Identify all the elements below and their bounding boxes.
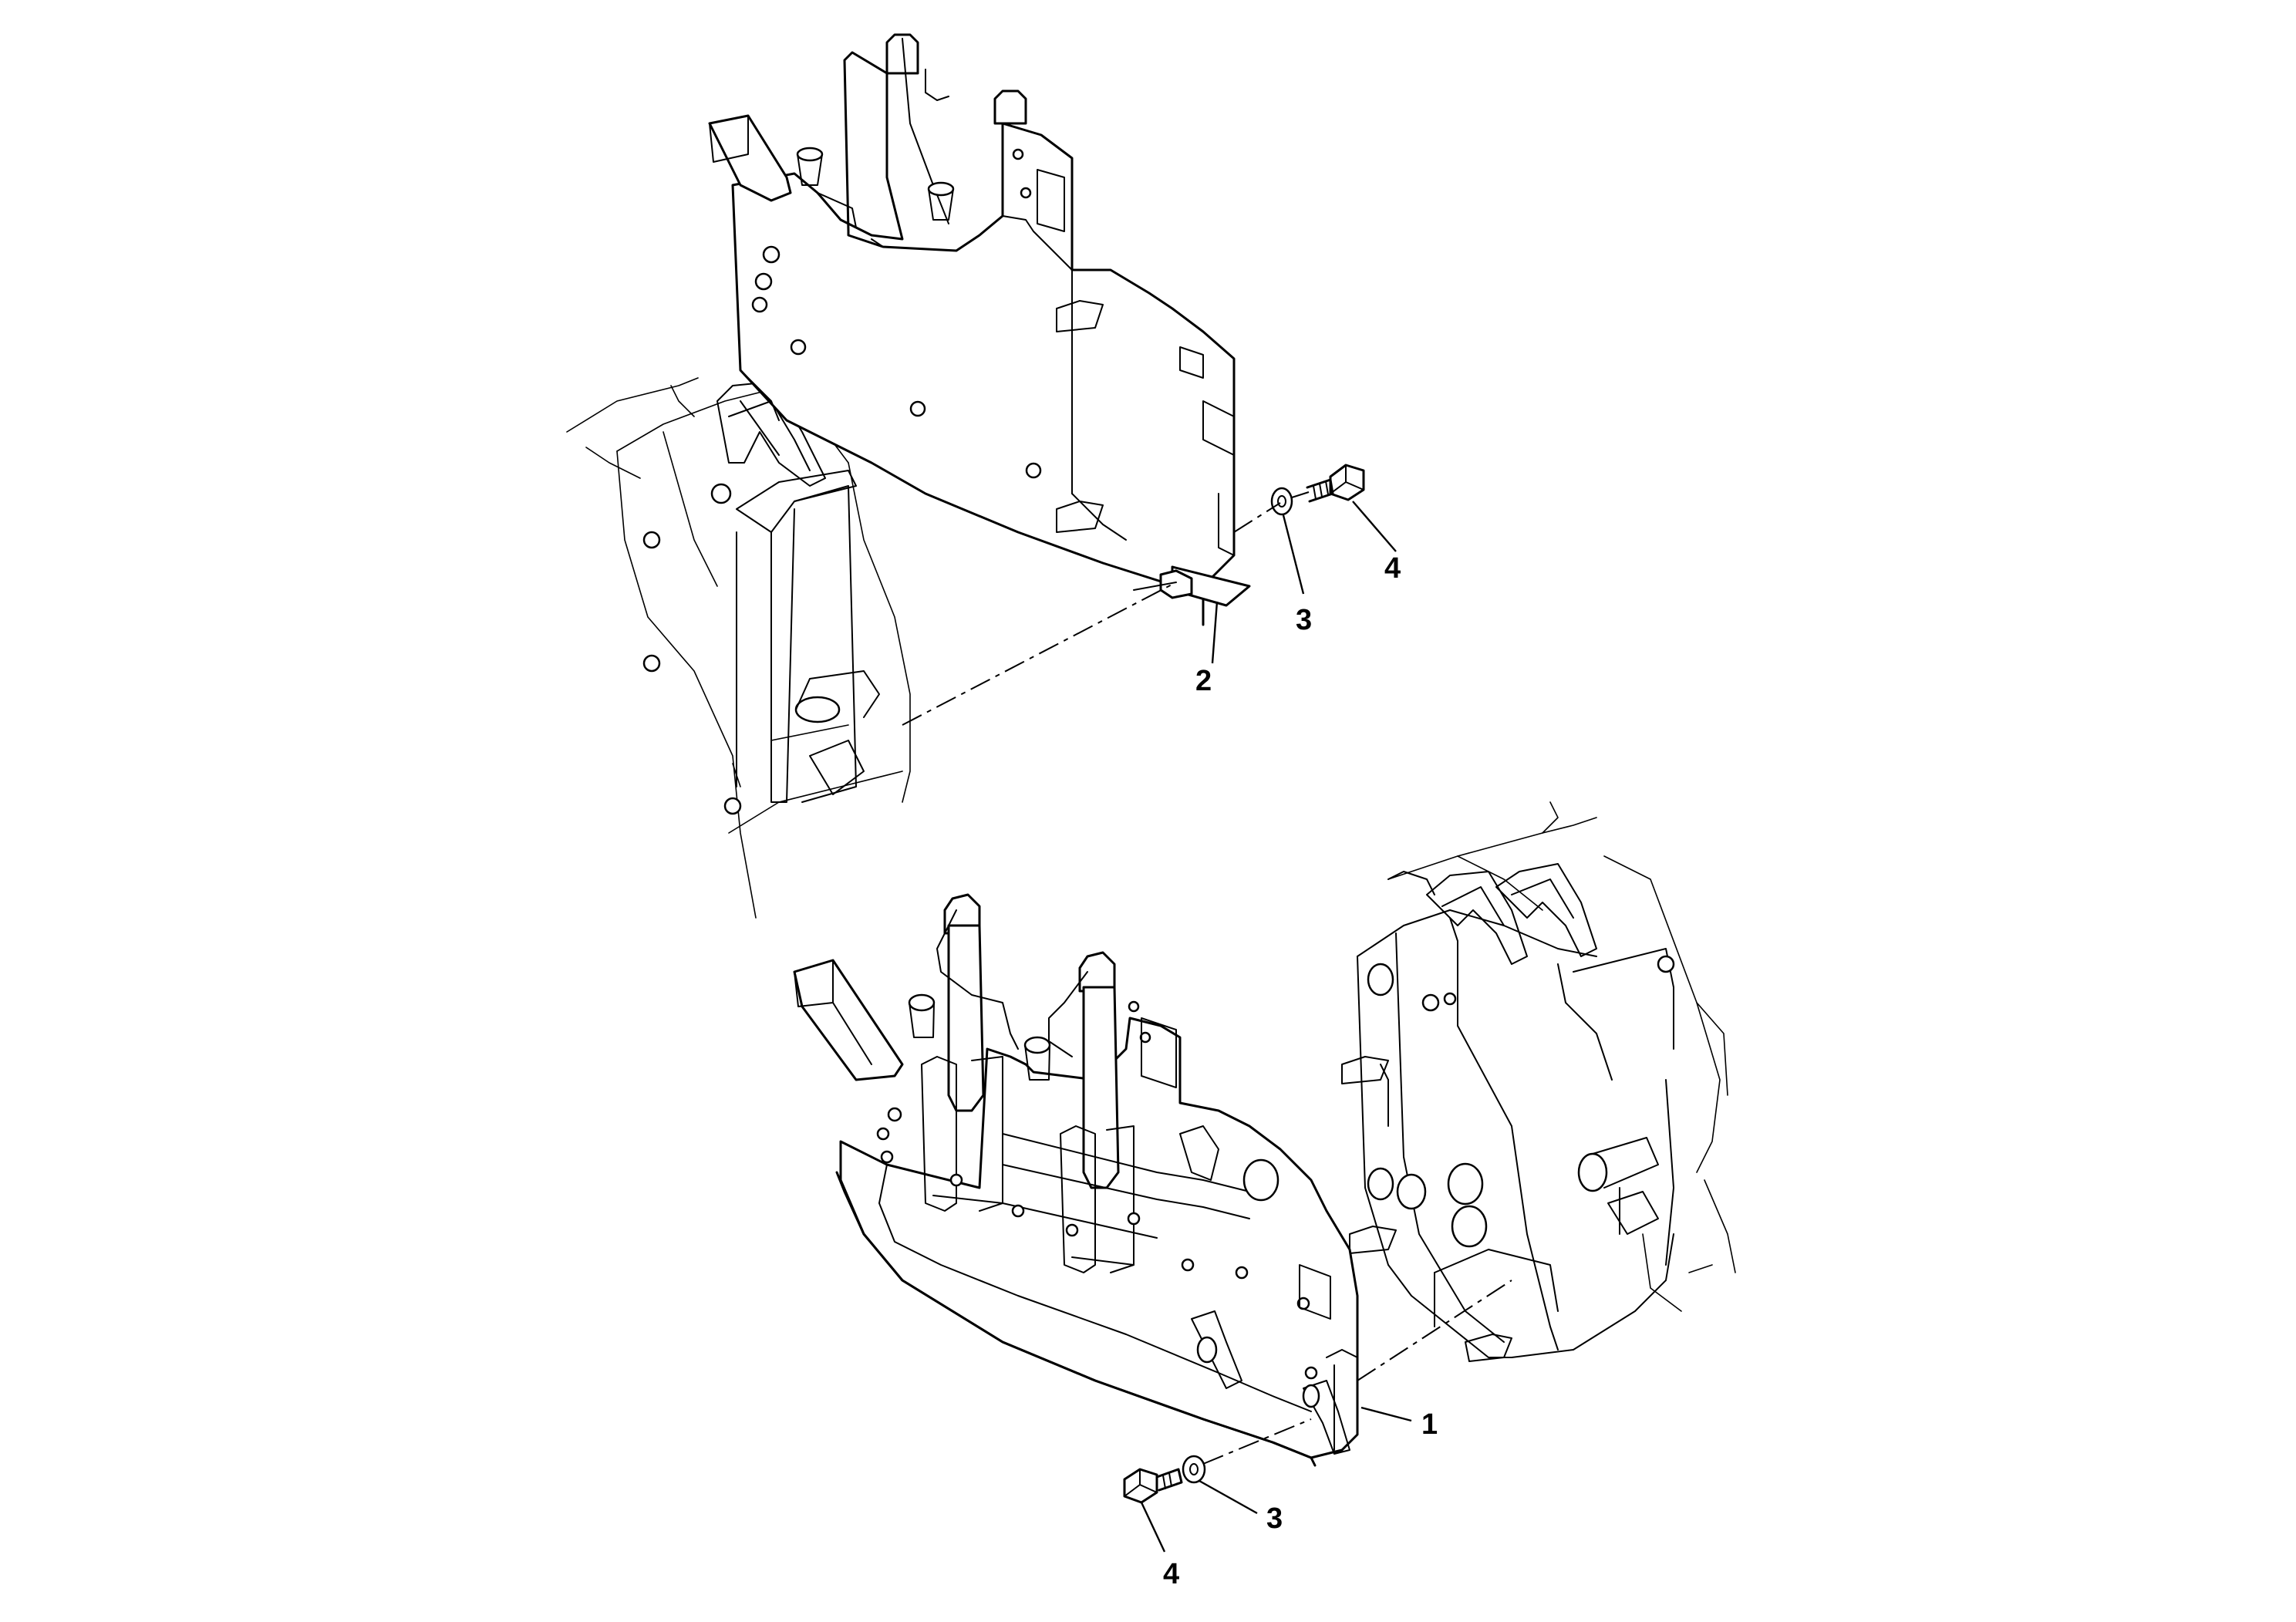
callout-label-4-lower: 4 [1163,1558,1180,1590]
lower-bolt [1123,1468,1183,1504]
lower-mounting-frame [1341,801,1736,1362]
callout-label-1-lower: 1 [1421,1408,1438,1441]
callout-label-3-upper: 3 [1296,604,1313,636]
upper-assembly-line [902,582,1177,726]
lower-washer [1182,1455,1206,1484]
lower-mounting-assembly [793,893,1359,1467]
upper-bolt [1306,464,1365,503]
callout-label-2-upper: 2 [1195,665,1212,697]
callout-label-3-lower: 3 [1266,1502,1283,1535]
lower-assembly [793,801,1736,1553]
callout-label-4-upper: 4 [1384,552,1401,585]
lower-assembly-line [1357,1280,1512,1381]
upper-assembly [566,33,1397,919]
upper-mounting-plate [708,33,1251,626]
upper-washer [1270,487,1293,516]
upper-mounting-frame [566,377,911,919]
